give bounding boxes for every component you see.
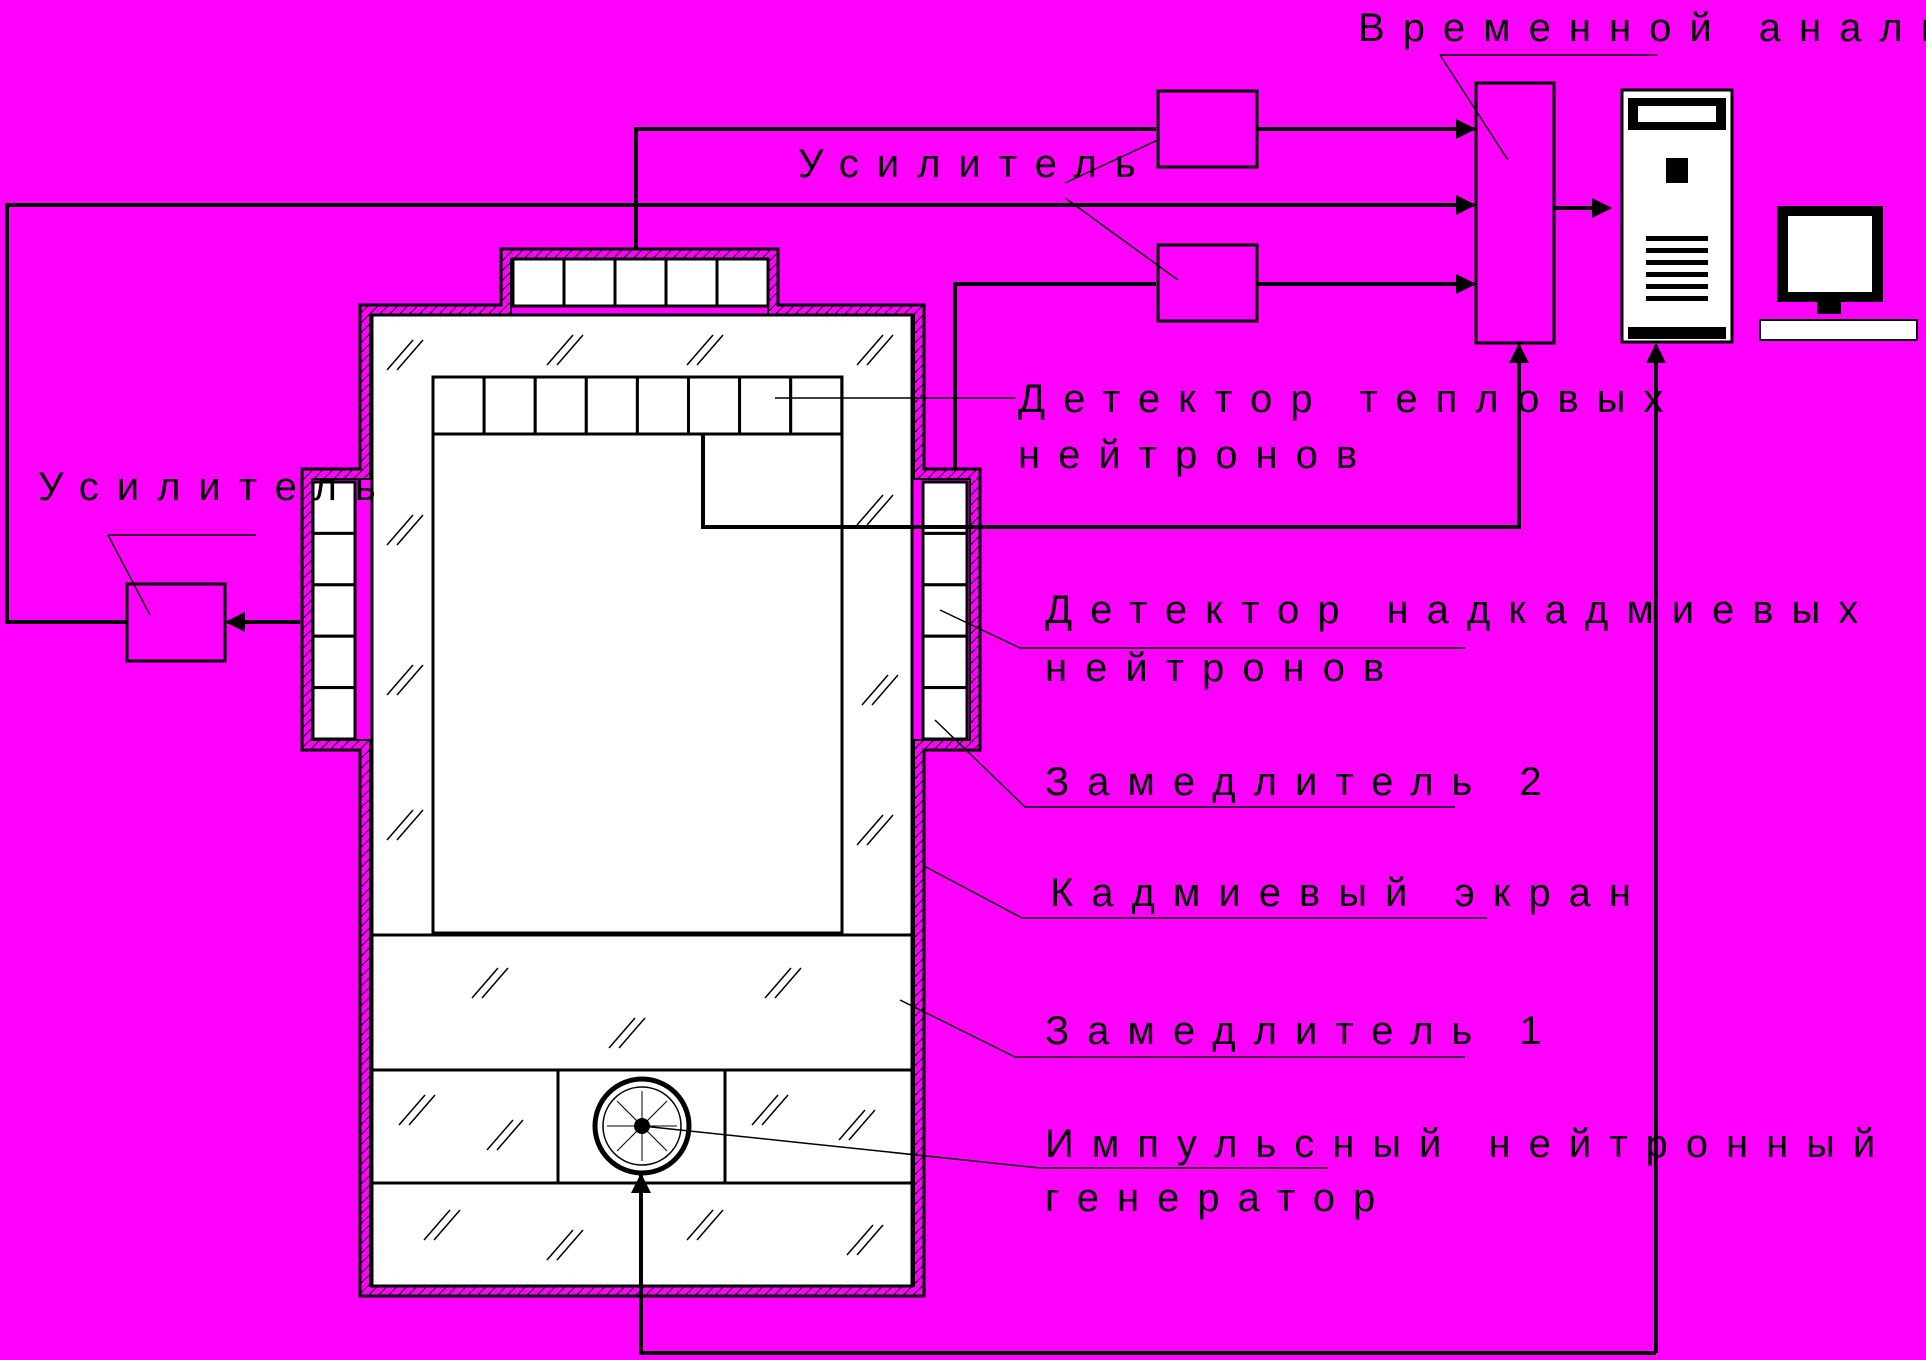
hatch-mark (396, 664, 424, 696)
computer-tower-icon (1620, 88, 1734, 344)
epicadmium-detector-cell (921, 480, 969, 535)
label-thermal-detector-line2: нейтронов (1018, 433, 1375, 477)
hatch-mark (396, 339, 424, 371)
thermal-detector-cell (482, 375, 537, 436)
label-amplifier-top: Усилитель (798, 142, 1154, 186)
generator-block-right (723, 1068, 914, 1185)
hatch-mark (386, 339, 414, 371)
left-detector-cell (311, 583, 357, 638)
thermal-detector-cell (431, 375, 486, 436)
labels: Временной анализатор Усилитель Усилитель… (38, 6, 1926, 1220)
hatch-mark (774, 967, 802, 999)
thermal-detector-cell (738, 375, 793, 436)
label-epicadmium-detector-line2: нейтронов (1045, 646, 1402, 690)
left-detector-cell (311, 686, 357, 741)
hatch-mark (398, 1094, 426, 1126)
hatch-mark (696, 1209, 724, 1241)
hatch-mark (856, 814, 884, 846)
hatch-mark (696, 334, 724, 366)
amplifier-lower-box (1156, 243, 1259, 323)
top-detector-cell (511, 257, 566, 308)
thermal-neutron-detector (431, 375, 844, 436)
hatch-mark (386, 809, 414, 841)
hatch-mark (471, 967, 499, 999)
amplifier-left-box (125, 582, 227, 663)
hatch-mark (856, 494, 884, 526)
generator-block-left (370, 1068, 560, 1185)
label-amplifier-left: Усилитель (38, 465, 394, 509)
moderator-1 (370, 933, 914, 1072)
thermal-detector-cell (584, 375, 639, 436)
label-generator-line1: Импульсный нейтронный (1045, 1122, 1893, 1166)
epicadmium-detector-cell (921, 634, 969, 690)
hatch-mark (396, 514, 424, 546)
hatch-mark (861, 674, 889, 706)
hatch-mark (866, 814, 894, 846)
hatch-mark (408, 1094, 436, 1126)
amplifier-upper-box (1156, 89, 1259, 169)
hatch-mark (556, 1229, 584, 1261)
label-generator-line2: генератор (1045, 1176, 1393, 1220)
hatch-mark (396, 809, 424, 841)
hatch-mark (386, 514, 414, 546)
hatch-mark (618, 1017, 646, 1049)
label-time-analyzer: Временной анализатор (1358, 6, 1926, 50)
hatch-mark (848, 1109, 876, 1141)
hatch-mark (838, 1109, 866, 1141)
hatch-mark (608, 1017, 636, 1049)
thermal-detector-cell (687, 375, 742, 436)
hatch-mark (496, 1119, 524, 1151)
hatch-mark (764, 967, 792, 999)
hatch-mark (481, 967, 509, 999)
hatch-mark (423, 1209, 451, 1241)
top-detector-cell (613, 257, 668, 308)
hatch-mark (486, 1119, 514, 1151)
epicadmium-detector-cell (921, 583, 969, 638)
hatch-mark (871, 674, 899, 706)
top-detector-row (511, 257, 770, 308)
top-detector-cell (562, 257, 617, 308)
hatch-mark (856, 334, 884, 366)
hatch-mark (433, 1209, 461, 1241)
hatch-mark (761, 1094, 789, 1126)
label-thermal-detector-line1: Детектор тепловых (1018, 377, 1681, 421)
thermal-detector-cell (635, 375, 691, 436)
hatch-mark (686, 334, 714, 366)
sample-region (431, 375, 844, 935)
hatch-mark (846, 1224, 874, 1256)
signal-wires (5, 119, 1666, 1355)
hatch-mark (556, 334, 584, 366)
label-epicadmium-detector-line1: Детектор надкадмиевых (1045, 588, 1876, 632)
leader-lines (107, 54, 1658, 1169)
hatch-mark (866, 334, 894, 366)
hatch-mark (686, 1209, 714, 1241)
left-detector-column (311, 480, 357, 741)
monitor-icon (1759, 206, 1918, 341)
left-detector-cell (311, 480, 357, 535)
epicadmium-detector-cell (921, 686, 969, 741)
label-moderator-1: Замедлитель 1 (1045, 1009, 1560, 1053)
hatch-mark (546, 1229, 574, 1261)
epicadmium-neutron-detector (921, 480, 969, 741)
label-moderator-2: Замедлитель 2 (1045, 760, 1560, 804)
hatch-mark (751, 1094, 779, 1126)
epicadmium-detector-cell (921, 531, 969, 587)
moderator-hatching (386, 334, 899, 1261)
label-cadmium-screen: Кадмиевый экран (1050, 871, 1649, 915)
hatch-mark (856, 1224, 884, 1256)
top-detector-cell (715, 257, 770, 308)
time-analyzer-box (1474, 81, 1556, 345)
hatch-mark (866, 494, 894, 526)
left-detector-cell (311, 634, 357, 690)
thermal-detector-cell (789, 375, 844, 436)
top-detector-cell (664, 257, 719, 308)
left-detector-cell (311, 531, 357, 587)
hatch-mark (546, 334, 574, 366)
hatch-mark (386, 664, 414, 696)
thermal-detector-cell (533, 375, 588, 436)
